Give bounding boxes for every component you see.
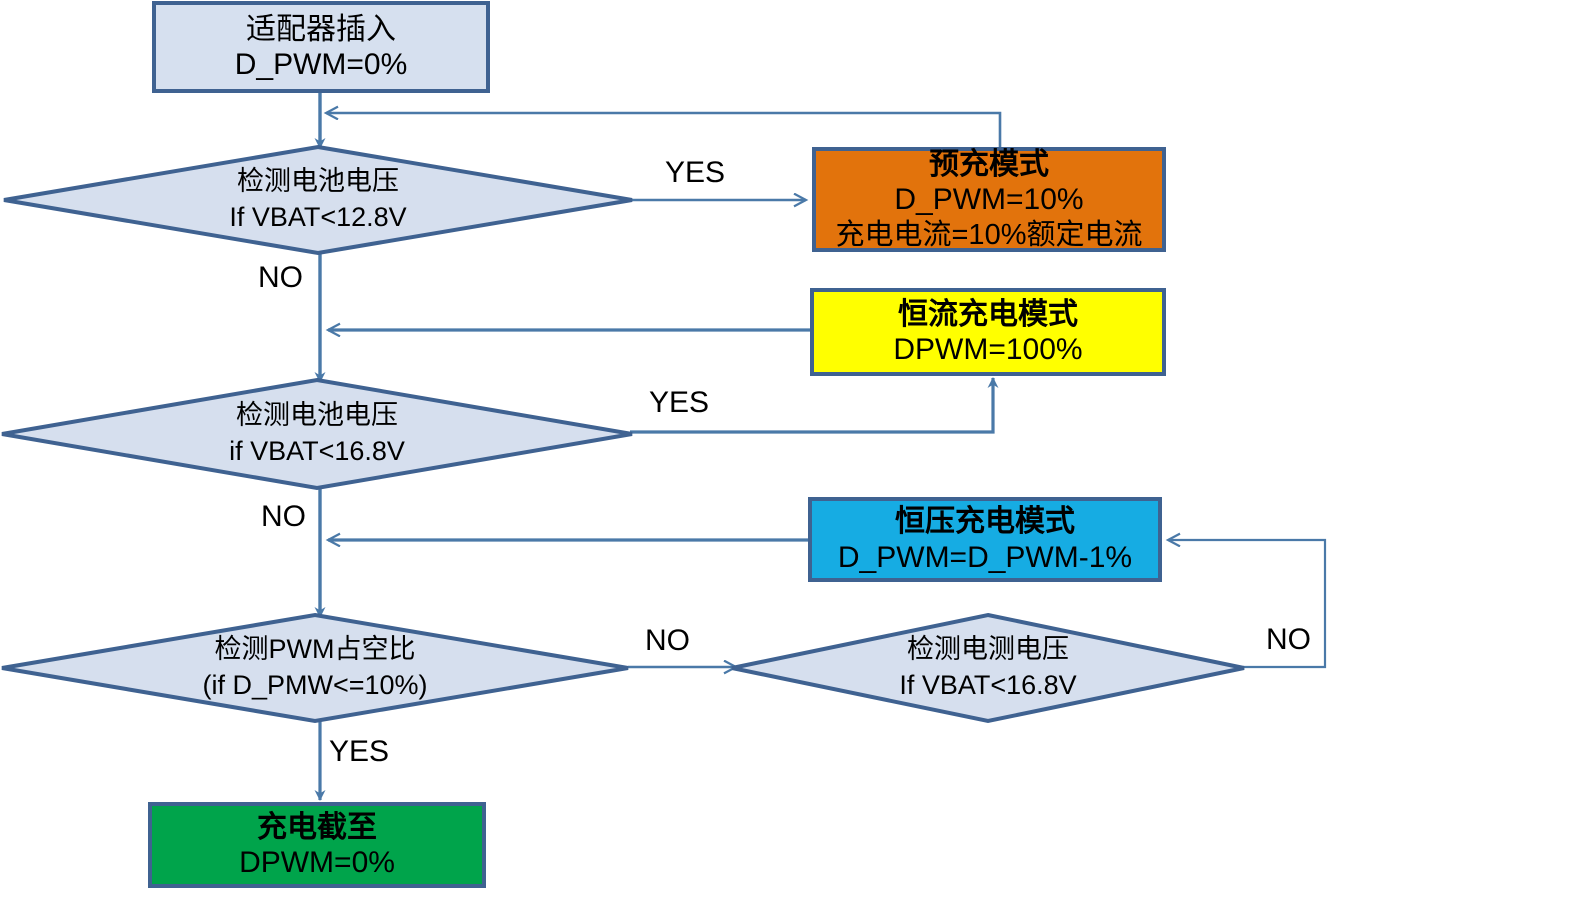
node-line-2: D_PWM=0% — [234, 48, 408, 81]
node-line-2: D_PWM=10% — [894, 183, 1084, 217]
node-line-1: 预充模式 — [929, 148, 1049, 181]
node-line-2: DPWM=100% — [893, 333, 1083, 366]
node-line-2: D_PWM=D_PWM-1% — [837, 540, 1133, 574]
diamond-shape — [731, 612, 1245, 724]
node-line-3: 充电电流=10%额定电流 — [835, 218, 1143, 251]
node-line-2: DPWM=0% — [239, 846, 395, 879]
edge-label-decision3-yes: YES — [329, 735, 390, 768]
node-line-1: 适配器插入 — [246, 12, 396, 46]
node-adapter-plug-in[interactable]: 适配器插入 D_PWM=0% — [152, 1, 490, 93]
edge-label-decision4-no: NO — [1266, 623, 1311, 656]
diamond-shape — [1, 377, 633, 491]
node-check-battery-voltage-1[interactable]: 检测电池电压 If VBAT<12.8V — [2, 144, 634, 256]
node-check-battery-voltage-3[interactable]: 检测电测电压 If VBAT<16.8V — [730, 612, 1246, 724]
node-line-1: 恒流充电模式 — [898, 297, 1078, 331]
edge-label-decision3-no: NO — [645, 624, 690, 657]
node-line-1: 充电截至 — [257, 810, 377, 844]
node-check-pwm-duty-cycle[interactable]: 检测PWM占空比 (if D_PMW<=10%) — [0, 612, 630, 724]
edge-label-decision2-yes: YES — [649, 386, 710, 419]
diamond-shape — [1, 612, 629, 724]
edge-label-decision2-no: NO — [261, 500, 306, 533]
diamond-shape — [3, 144, 633, 256]
node-constant-current-mode[interactable]: 恒流充电模式 DPWM=100% — [810, 288, 1166, 376]
edge-label-decision1-no: NO — [258, 261, 303, 294]
node-constant-voltage-mode[interactable]: 恒压充电模式 D_PWM=D_PWM-1% — [808, 497, 1162, 582]
node-charging-complete[interactable]: 充电截至 DPWM=0% — [148, 802, 486, 888]
node-check-battery-voltage-2[interactable]: 检测电池电压 if VBAT<16.8V — [0, 377, 634, 491]
edge-precharge-loopback — [326, 113, 1002, 148]
node-line-1: 恒压充电模式 — [895, 505, 1075, 539]
node-precharge-mode[interactable]: 预充模式 D_PWM=10% 充电电流=10%额定电流 — [812, 147, 1166, 252]
edge-label-decision1-yes: YES — [665, 156, 726, 189]
